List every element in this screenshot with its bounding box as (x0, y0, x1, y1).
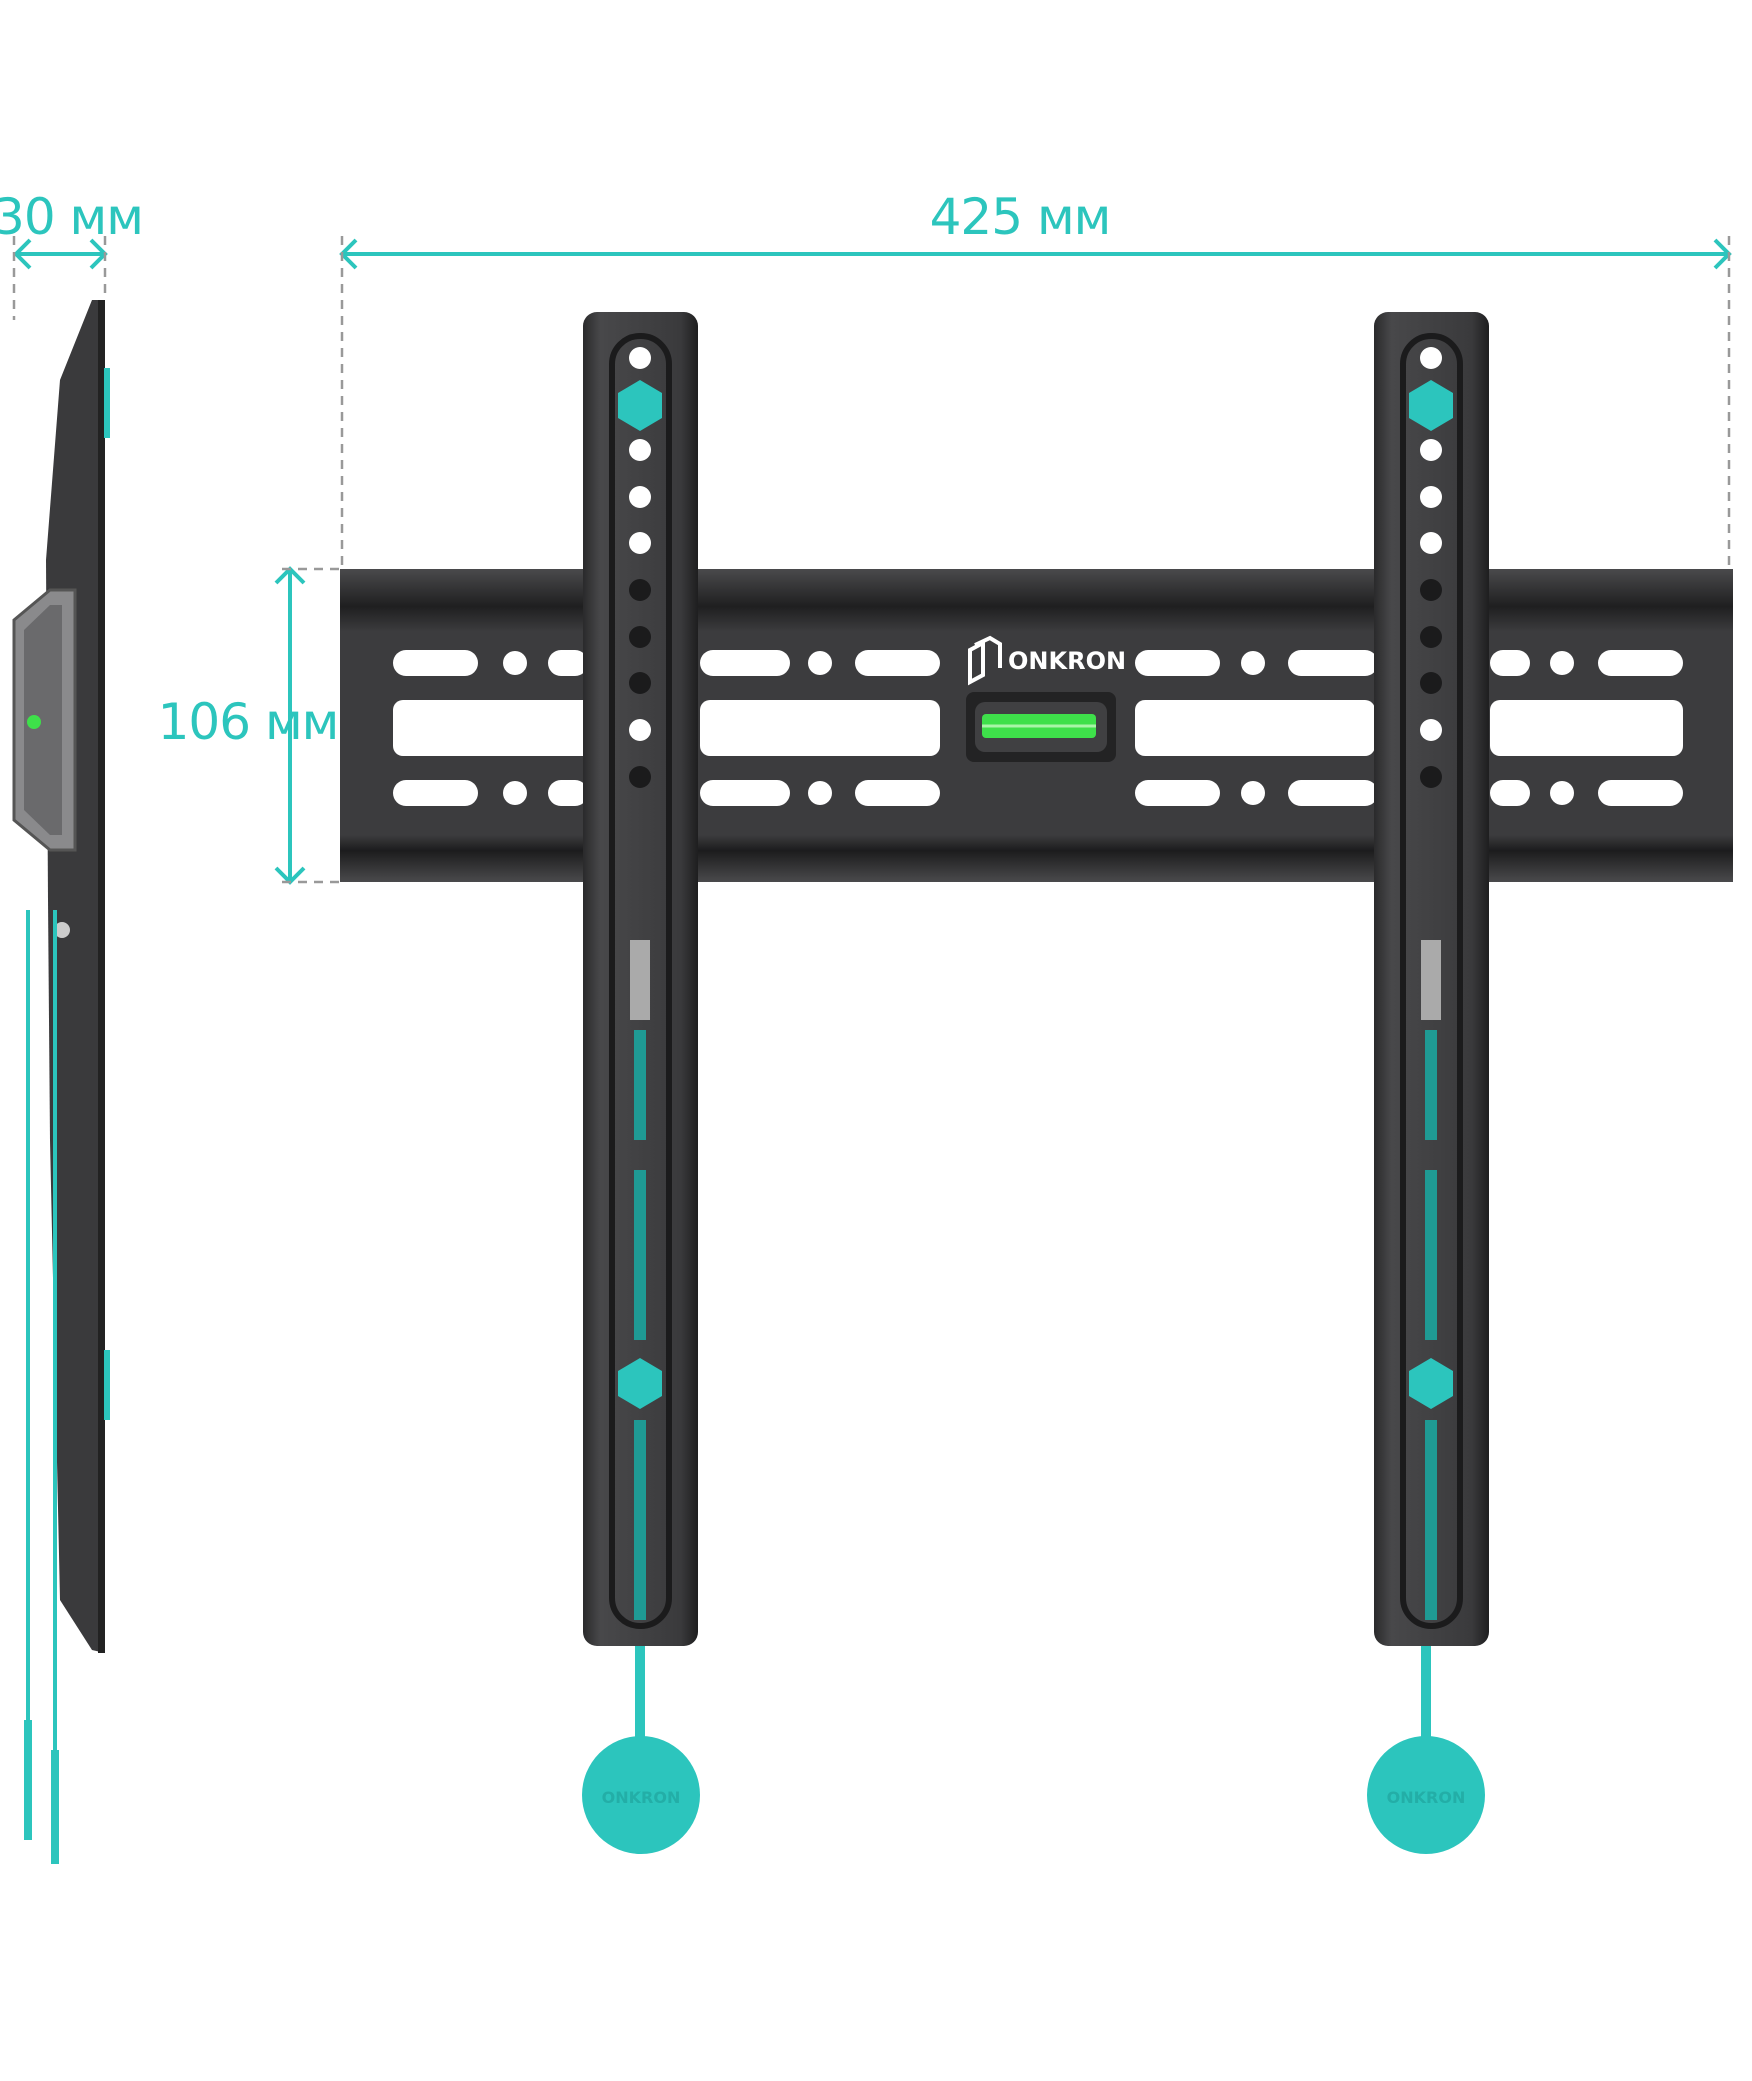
onkron-logo (968, 635, 1002, 686)
width-label: 425 мм (929, 188, 1112, 246)
wall-plate: ONKRON (340, 569, 1733, 882)
height-label: 106 мм (157, 693, 340, 751)
svg-text:ONKRON: ONKRON (602, 1788, 681, 1807)
depth-label: 30 мм (0, 188, 144, 246)
rail-slots (393, 650, 1683, 806)
side-view (12, 300, 110, 1864)
svg-text:ONKRON: ONKRON (1387, 1788, 1466, 1807)
right-pull-tab[interactable] (1367, 1736, 1485, 1854)
left-pull-tab[interactable] (582, 1736, 700, 1854)
brand-label: ONKRON (1008, 647, 1126, 675)
extension-lines (12, 236, 1731, 884)
right-arm: ONKRON (1367, 312, 1489, 1854)
left-arm: ONKRON (582, 312, 700, 1854)
